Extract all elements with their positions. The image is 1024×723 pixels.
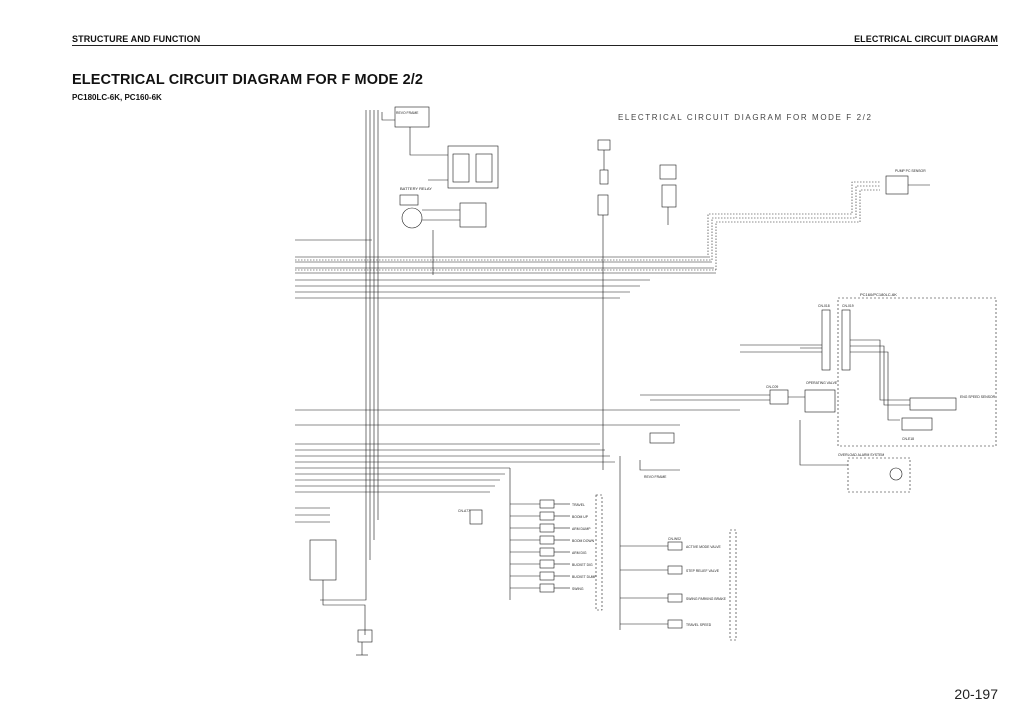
page-number: 20-197 [954, 686, 998, 702]
solenoid-bank-right [619, 456, 737, 641]
label-revo-frame-top: REVO FRAME [396, 111, 419, 115]
label-arm-dump: ARM DUMP [572, 527, 591, 531]
label-cn-018: CN-018 [818, 304, 830, 308]
solenoid-bank-left [509, 468, 603, 611]
label-operating-valve: OPERATING VALVE [806, 381, 838, 385]
label-cn-e18: CN-E18 [902, 437, 914, 441]
label-revo-frame-center: REVO FRAME [644, 475, 667, 479]
page-subtitle: PC180LC-6K, PC160-6K [72, 93, 162, 102]
label-eng-speed-sensor: ENG SPEED SENSOR [960, 395, 996, 399]
header-rule [72, 45, 998, 46]
label-pump-pc-sensor: PUMP PC SENSOR [895, 169, 926, 173]
page-title: ELECTRICAL CIRCUIT DIAGRAM FOR F MODE 2/… [72, 72, 424, 88]
left-terminal-block [295, 239, 740, 523]
label-swing-parking-brake: SWING PARKING BRAKE [686, 597, 727, 601]
label-arm-dig: ARM DIG [572, 551, 587, 555]
label-pc160-pc180: PC160/PC180LC-6K [860, 292, 897, 297]
label-cn-019: CN-019 [842, 304, 854, 308]
header-chapter-title: ELECTRICAL CIRCUIT DIAGRAM [854, 34, 998, 44]
label-active-mode-valve: ACTIVE MODE VALVE [686, 545, 721, 549]
label-step-relief-valve: STEP RELIEF VALVE [686, 569, 720, 573]
label-bucket-dump: BUCKET DUMP [572, 575, 597, 579]
label-cn-a77: CN-A77 [458, 509, 470, 513]
diagram-inner-title: ELECTRICAL CIRCUIT DIAGRAM FOR MODE F 2/… [618, 113, 873, 122]
label-boom-up: BOOM UP [572, 515, 589, 519]
label-swing: SWING [572, 587, 584, 591]
label-battery-relay: BATTERY RELAY [400, 186, 432, 191]
label-overload-alarm: OVERLOAD ALARM SYSTEM [838, 453, 884, 457]
label-boom-down: BOOM DOWN [572, 539, 595, 543]
label-cn-w02: CN-W02 [668, 537, 681, 541]
header-section-title: STRUCTURE AND FUNCTION [72, 34, 201, 44]
label-bucket-dig: BUCKET DIG [572, 563, 593, 567]
label-cn-c09: CN-C09 [766, 385, 778, 389]
label-travel: TRAVEL [572, 503, 585, 507]
label-travel-speed: TRAVEL SPEED [686, 623, 712, 627]
